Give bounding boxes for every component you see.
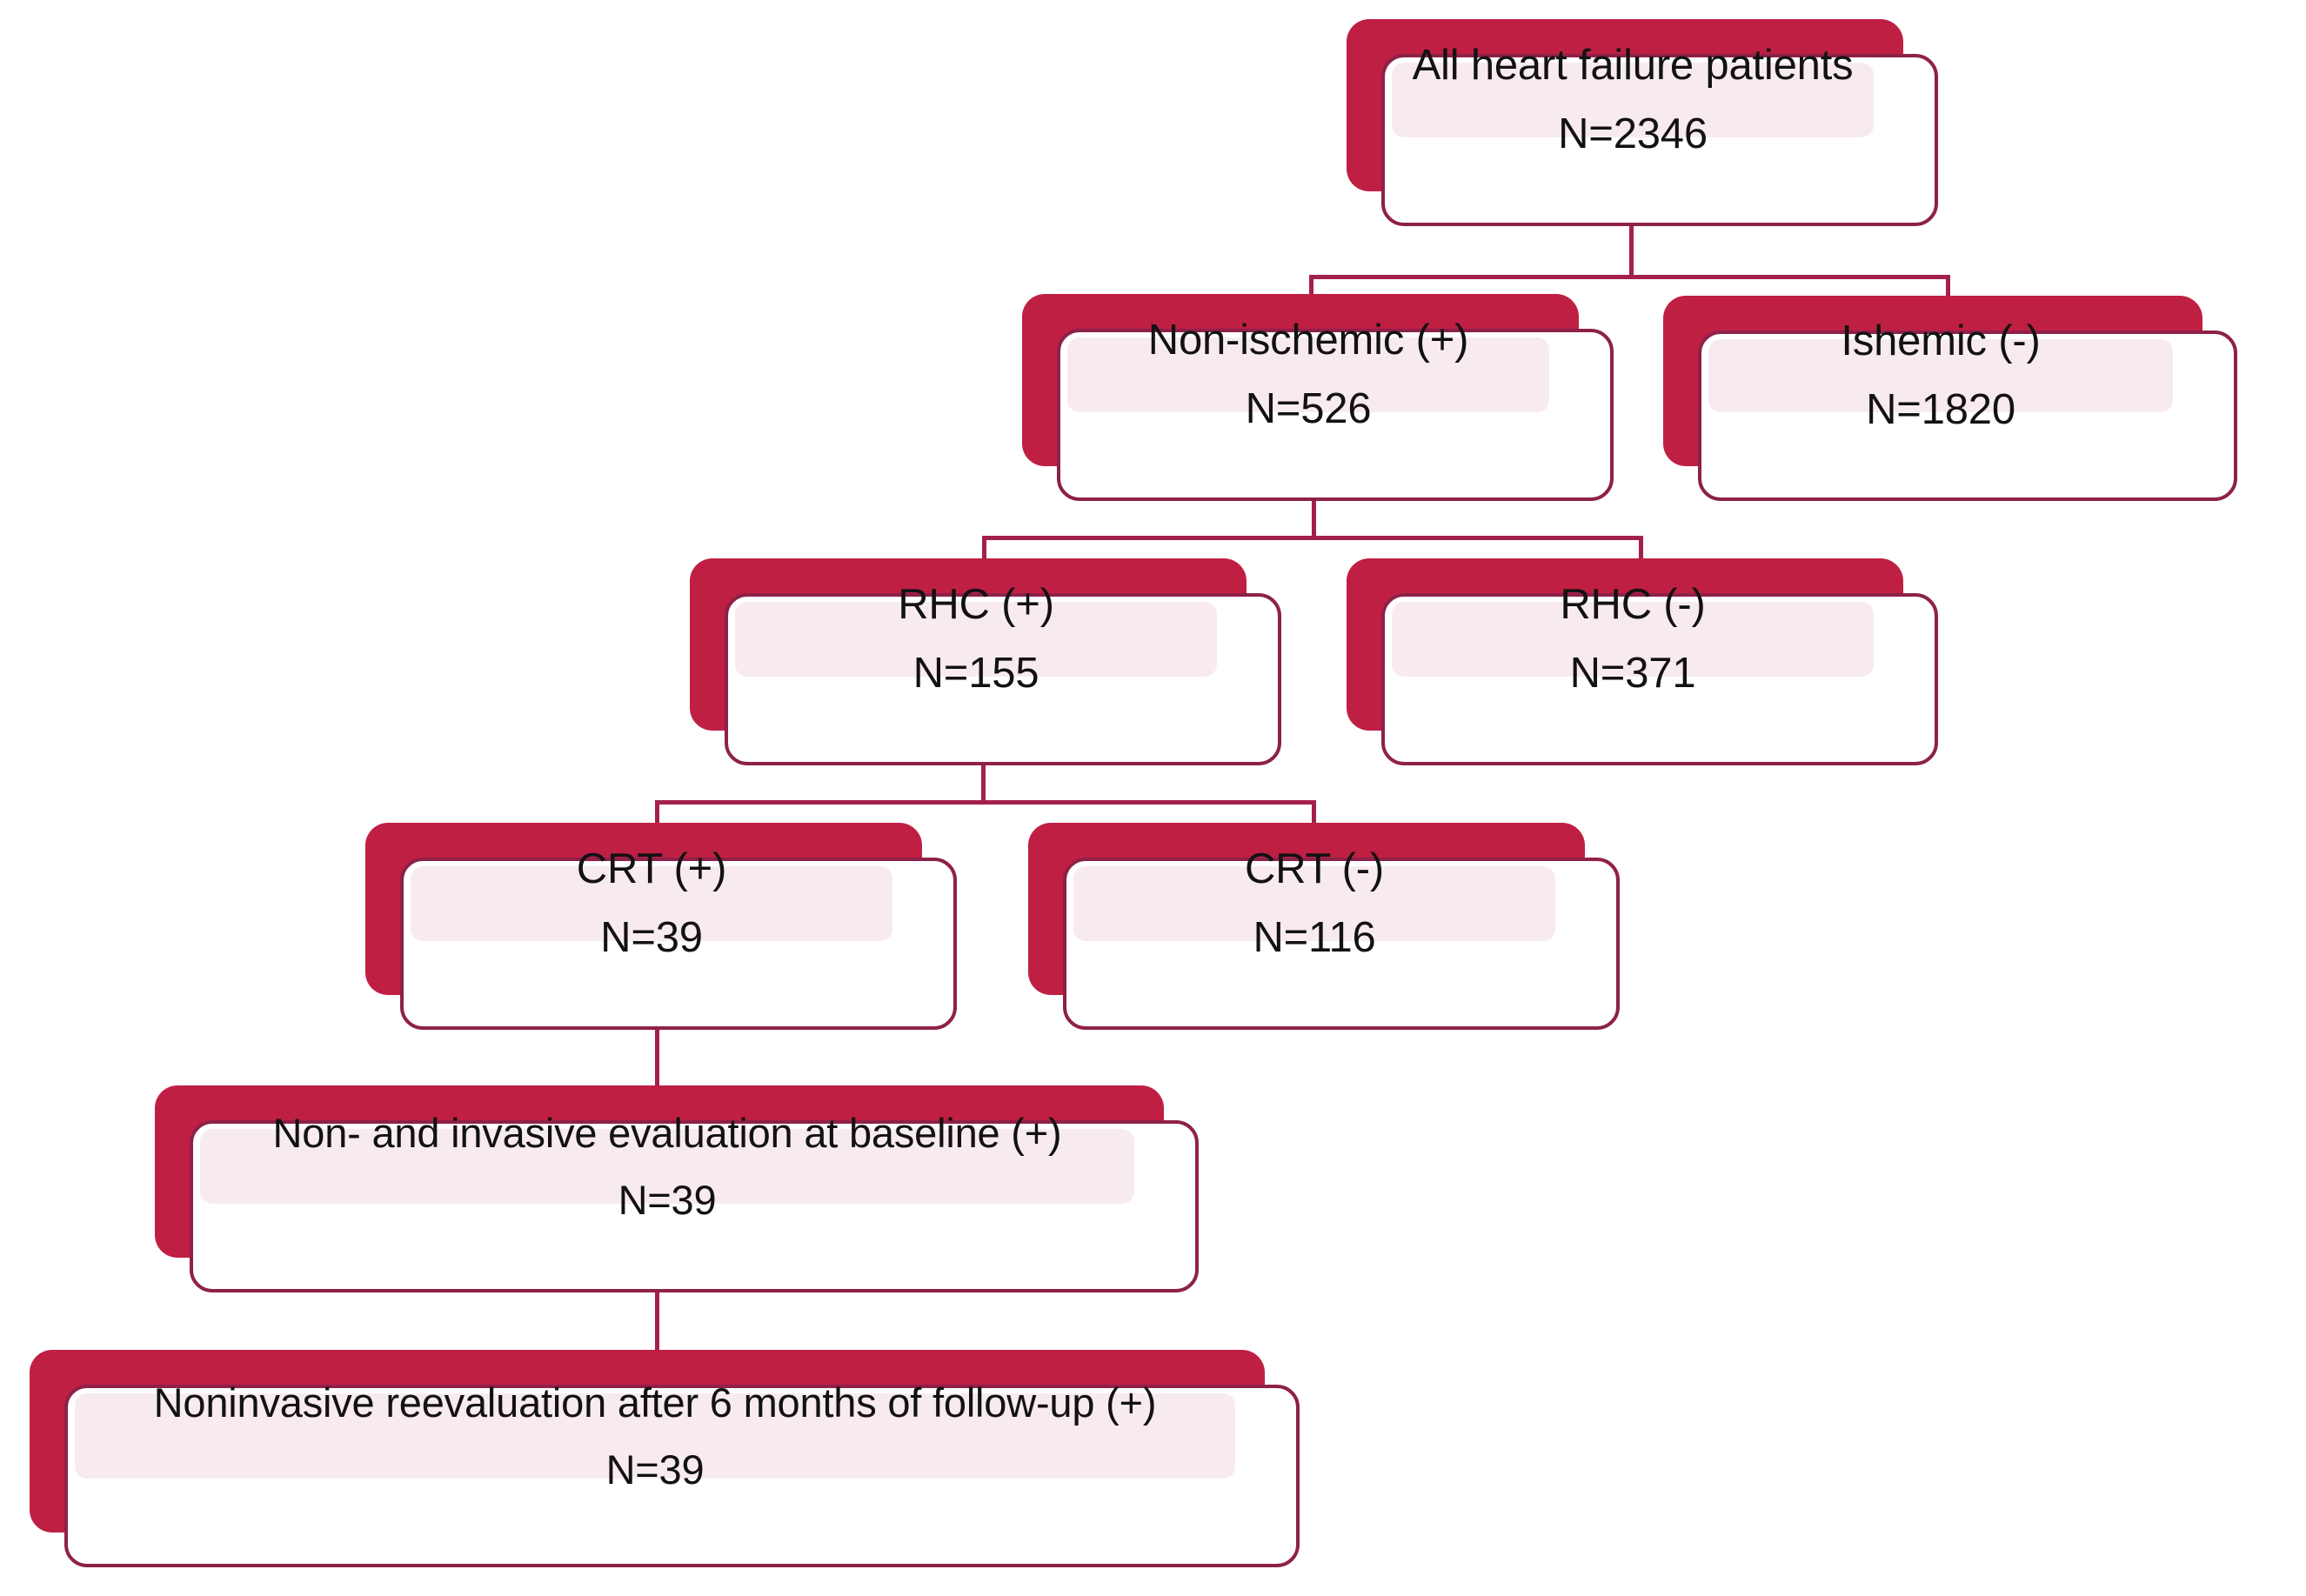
node-crt-negative[interactable]: CRT (-) N=116 <box>1028 823 1620 1030</box>
node-content: Non- and invasive evaluation at baseline… <box>200 1112 1134 1220</box>
node-content: Ishemic (-) N=1820 <box>1708 320 2173 431</box>
node-crt-positive[interactable]: CRT (+) N=39 <box>365 823 957 1030</box>
node-content: Non-ischemic (+) N=526 <box>1067 319 1549 431</box>
node-count: N=2346 <box>1558 110 1708 157</box>
node-content: RHC (-) N=371 <box>1392 584 1874 695</box>
node-label: CRT (+) <box>576 845 727 892</box>
node-count: N=155 <box>912 650 1039 697</box>
connector-baseline-to-followup <box>655 1277 659 1372</box>
node-content: CRT (-) N=116 <box>1073 848 1555 959</box>
node-label: RHC (-) <box>1560 581 1706 628</box>
node-baseline-evaluation[interactable]: Non- and invasive evaluation at baseline… <box>155 1085 1199 1292</box>
connector-rhc-positive-drop <box>981 750 986 804</box>
connector-non-ischemic-drop <box>1312 485 1316 539</box>
node-label: CRT (-) <box>1244 845 1385 892</box>
node-non-ischemic-positive[interactable]: Non-ischemic (+) N=526 <box>1022 294 1614 501</box>
node-label: Noninvasive reevaluation after 6 months … <box>153 1379 1157 1426</box>
node-followup-reevaluation[interactable]: Noninvasive reevaluation after 6 months … <box>30 1350 1300 1567</box>
node-count: N=39 <box>605 1446 705 1492</box>
node-content: All heart failure patients N=2346 <box>1392 44 1874 156</box>
node-content: RHC (+) N=155 <box>735 584 1217 695</box>
node-ishemic-negative[interactable]: Ishemic (-) N=1820 <box>1663 296 2237 501</box>
node-rhc-positive[interactable]: RHC (+) N=155 <box>690 558 1281 765</box>
node-label: Non- and invasive evaluation at baseline… <box>272 1110 1062 1156</box>
node-count: N=371 <box>1569 650 1696 697</box>
node-label: RHC (+) <box>898 581 1054 628</box>
node-count: N=526 <box>1245 385 1372 432</box>
node-label: Ishemic (-) <box>1841 317 2041 364</box>
node-count: N=39 <box>600 914 703 961</box>
connector-crt-to-baseline <box>655 1012 659 1108</box>
connector-level2-bus <box>655 800 1316 805</box>
connector-root-drop <box>1629 224 1634 278</box>
node-label: All heart failure patients <box>1412 42 1854 89</box>
connector-level1-bus <box>982 536 1643 540</box>
node-label: Non-ischemic (+) <box>1147 317 1469 364</box>
node-count: N=1820 <box>1866 386 2015 433</box>
connector-level0-bus <box>1309 275 1950 279</box>
node-content: Noninvasive reevaluation after 6 months … <box>75 1382 1235 1490</box>
node-count: N=116 <box>1253 914 1376 961</box>
node-content: CRT (+) N=39 <box>411 848 892 959</box>
node-all-heart-failure-patients[interactable]: All heart failure patients N=2346 <box>1347 19 1938 226</box>
node-count: N=39 <box>618 1177 717 1223</box>
node-rhc-negative[interactable]: RHC (-) N=371 <box>1347 558 1938 765</box>
